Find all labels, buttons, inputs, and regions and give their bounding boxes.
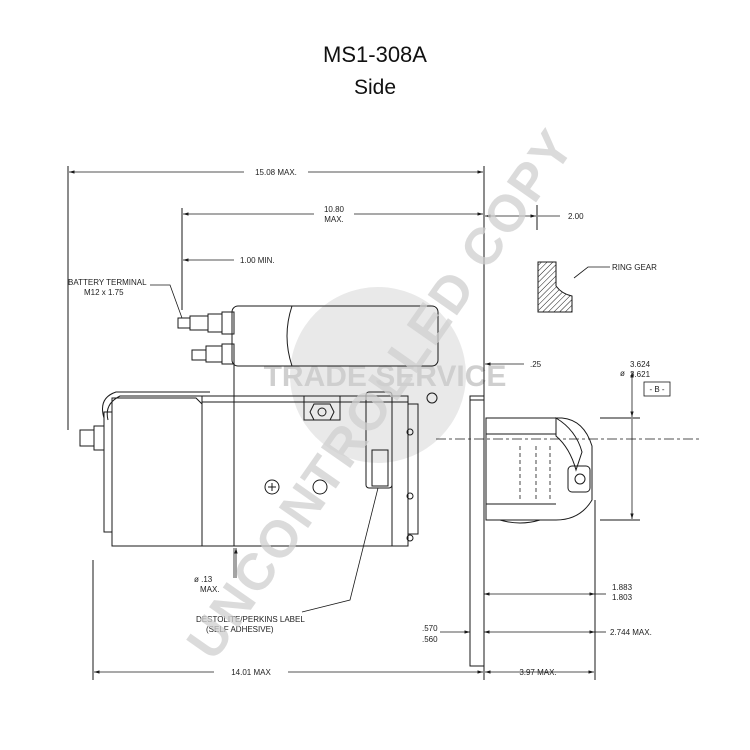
- dim-body-length: 14.01 MAX: [231, 668, 271, 677]
- label-note-2: (SELF ADHESIVE): [206, 625, 274, 634]
- dim-solenoid-length-1: 10.80: [324, 205, 345, 214]
- dim-nose-length: 2.744 MAX.: [610, 628, 652, 637]
- callout-labels: BATTERY TERMINAL M12 x 1.75 RING GEAR DE…: [68, 263, 657, 634]
- dim-flange-upper: .570: [422, 624, 438, 633]
- datum-box: [643, 381, 671, 397]
- dimension-text: 15.08 MAX. 10.80 MAX. 1.00 MIN. 2.00 .25…: [194, 168, 665, 677]
- dim-terminal-min: 1.00 MIN.: [240, 256, 275, 265]
- dim-gear-pos-lower: 1.803: [612, 593, 633, 602]
- dim-body-dia-1: ø .13: [194, 575, 213, 584]
- dim-flange-lower: .560: [422, 635, 438, 644]
- dim-body-dia-2: MAX.: [200, 585, 220, 594]
- dim-gear-pos-upper: 1.883: [612, 583, 633, 592]
- datum-ref: - B -: [649, 385, 664, 394]
- hidden-lines: [519, 446, 551, 500]
- dimension-lines: [69, 170, 634, 674]
- view-title: Side: [353, 76, 397, 99]
- ring-gear-profile: [537, 261, 573, 313]
- dim-overall-length: 15.08 MAX.: [255, 168, 297, 177]
- dim-solenoid-length-2: MAX.: [324, 215, 344, 224]
- dim-pilot-dia-lower: 3.621: [630, 370, 651, 379]
- label-note-1: DESTOLITE/PERKINS LABEL: [196, 615, 305, 624]
- dim-clearance: .25: [530, 360, 542, 369]
- battery-terminal-label-2: M12 x 1.75: [84, 288, 124, 297]
- dim-nose-extension: 3.97 MAX.: [519, 668, 556, 677]
- watermark-stamp: UNCONTROLLED COPY: [176, 119, 586, 670]
- model-title: MS1-308A: [323, 42, 427, 67]
- ring-gear-label: RING GEAR: [612, 263, 657, 272]
- dim-ring-gear-offset: 2.00: [568, 212, 584, 221]
- dim-pilot-dia-symbol: ø: [620, 369, 625, 378]
- battery-terminal-label-1: BATTERY TERMINAL: [68, 278, 147, 287]
- dim-pilot-dia-upper: 3.624: [630, 360, 651, 369]
